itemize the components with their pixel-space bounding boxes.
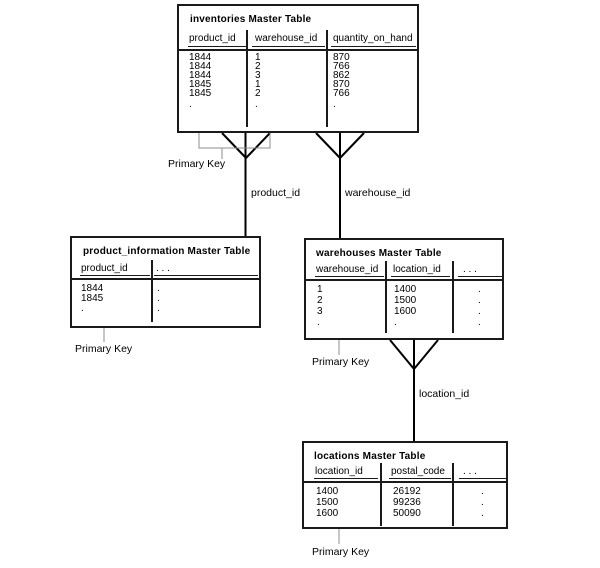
column-header-warehouse-id: warehouse_id	[255, 33, 318, 44]
column-separator-line	[452, 463, 454, 526]
table-cell: 1845	[81, 293, 104, 304]
table-cell: .	[189, 99, 192, 110]
column-header-location-id: location_id	[315, 466, 363, 477]
locations-table-box: locations Master Table location_id posta…	[302, 441, 508, 529]
crowsfoot-product-id-left	[221, 132, 247, 159]
table-cell: 1844	[81, 283, 104, 294]
table-cell: .	[481, 508, 484, 519]
header-underline	[80, 275, 150, 276]
table-cell: 1500	[394, 295, 417, 306]
header-rule	[72, 278, 259, 280]
table-cell: 3	[255, 70, 261, 81]
table-cell: .	[478, 295, 481, 306]
table-cell: .	[478, 306, 481, 317]
column-separator-line	[246, 30, 248, 127]
table-cell: .	[317, 317, 320, 328]
crowsfoot-warehouse-id-left	[315, 132, 341, 159]
table-cell: .	[478, 317, 481, 328]
table-cell: 99236	[393, 497, 421, 508]
table-cell: .	[478, 284, 481, 295]
table-cell: .	[333, 99, 336, 110]
column-header-ellipsis: . . .	[463, 264, 477, 275]
table-cell: 862	[333, 70, 350, 81]
crowsfoot-warehouse-id-right	[339, 132, 365, 159]
table-cell: 1600	[316, 508, 339, 519]
table-cell: 2	[255, 61, 261, 72]
column-header-ellipsis: . . .	[156, 263, 170, 274]
header-rule	[306, 279, 502, 281]
warehouses-table-box: warehouses Master Table warehouse_id loc…	[304, 238, 504, 340]
header-underline	[331, 46, 416, 47]
column-header-ellipsis: . . .	[463, 466, 477, 477]
table-cell: .	[81, 303, 84, 314]
table-cell: 1400	[394, 284, 417, 295]
warehouses-table-title: warehouses Master Table	[316, 248, 442, 259]
column-separator-line	[385, 261, 387, 333]
column-header-quantity-on-hand: quantity_on_hand	[333, 33, 413, 44]
column-header-product-id: product_id	[81, 263, 128, 274]
locations-table-title: locations Master Table	[314, 451, 426, 462]
crowsfoot-product-id-right	[245, 132, 271, 159]
table-cell: 766	[333, 88, 350, 99]
table-cell: .	[394, 317, 397, 328]
table-cell: 2	[255, 88, 261, 99]
primary-key-label-warehouses: Primary Key	[312, 356, 370, 368]
column-separator-line	[380, 463, 382, 526]
column-header-product-id: product_id	[189, 33, 236, 44]
table-cell: 1845	[189, 88, 212, 99]
header-underline	[154, 275, 258, 276]
join-column-label-location-id: location_id	[419, 388, 470, 400]
header-underline	[459, 478, 506, 479]
table-cell: 3	[317, 306, 323, 317]
join-column-label-product-id: product_id	[251, 187, 301, 199]
table-cell: .	[157, 283, 160, 294]
table-cell: 1844	[189, 61, 212, 72]
column-header-warehouse-id: warehouse_id	[316, 264, 379, 275]
header-underline	[315, 276, 384, 277]
header-underline	[188, 46, 246, 47]
table-cell: 26192	[393, 486, 421, 497]
table-cell: .	[157, 303, 160, 314]
header-underline	[314, 478, 378, 479]
table-cell: 1844	[189, 52, 212, 63]
table-cell: 1500	[316, 497, 339, 508]
table-cell: 870	[333, 79, 350, 90]
inventories-table-title: inventories Master Table	[190, 14, 312, 25]
column-separator-line	[151, 260, 153, 322]
table-cell: .	[255, 99, 258, 110]
table-cell: .	[481, 486, 484, 497]
header-rule	[179, 49, 417, 51]
header-underline	[252, 46, 325, 47]
table-cell: 1600	[394, 306, 417, 317]
table-cell: 1400	[316, 486, 339, 497]
table-cell: 1844	[189, 70, 212, 81]
product-information-table-box: product_information Master Table product…	[70, 236, 261, 328]
table-cell: .	[481, 497, 484, 508]
table-cell: 1	[255, 52, 261, 63]
table-cell: 50090	[393, 508, 421, 519]
primary-key-label-inventories: Primary Key	[168, 158, 226, 170]
table-cell: .	[157, 293, 160, 304]
header-underline	[389, 478, 451, 479]
table-cell: 2	[317, 295, 323, 306]
table-cell: 1	[317, 284, 323, 295]
table-cell: 1	[255, 79, 261, 90]
primary-key-label-product-information: Primary Key	[75, 343, 133, 355]
join-column-label-warehouse-id: warehouse_id	[345, 187, 411, 199]
header-underline	[458, 276, 502, 277]
crowsfoot-location-id-left	[389, 339, 415, 370]
inventories-table-box: inventories Master Table product_id ware…	[177, 4, 419, 133]
table-cell: 766	[333, 61, 350, 72]
table-cell: 870	[333, 52, 350, 63]
header-rule	[304, 481, 506, 483]
header-underline	[391, 276, 450, 277]
column-header-location-id: location_id	[393, 264, 441, 275]
table-cell: 1845	[189, 79, 212, 90]
crowsfoot-location-id-right	[413, 339, 439, 370]
product-information-table-title: product_information Master Table	[83, 246, 251, 257]
column-header-postal-code: postal_code	[391, 466, 445, 477]
column-separator-line	[452, 261, 454, 333]
column-separator-line	[326, 30, 328, 127]
primary-key-label-locations: Primary Key	[312, 546, 370, 558]
